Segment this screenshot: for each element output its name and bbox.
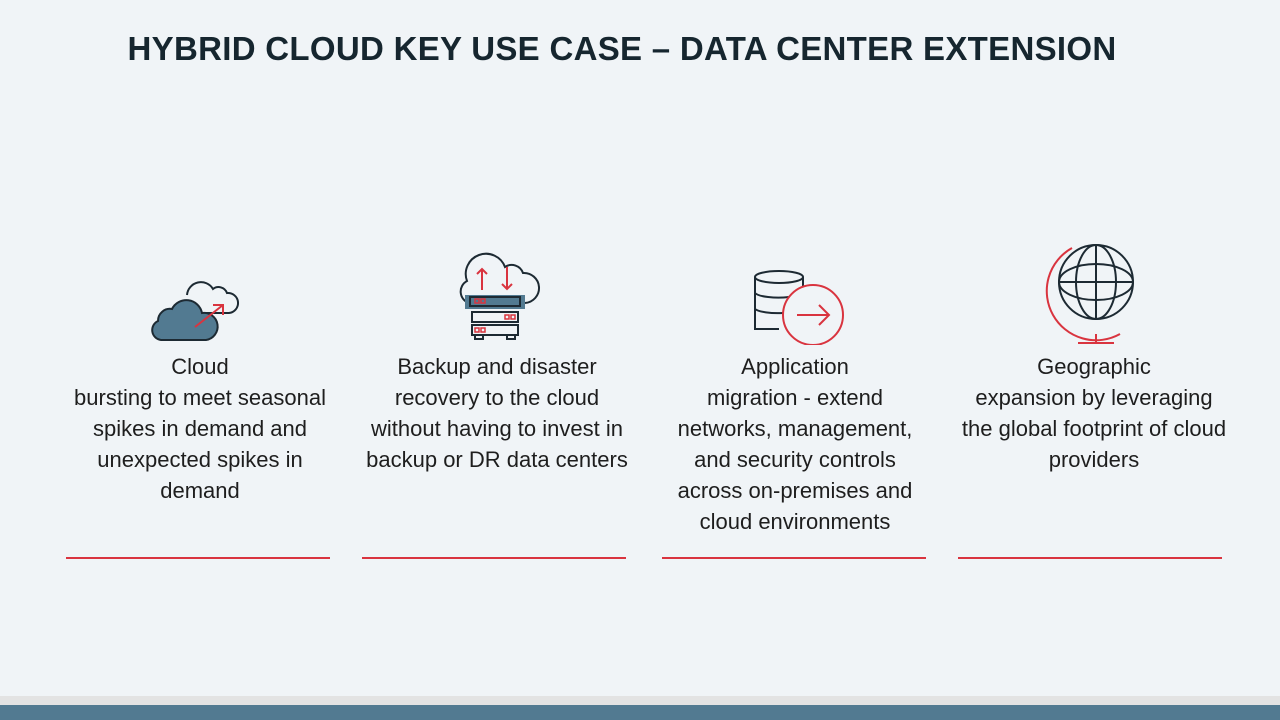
use-case-migration: Application migration - extend networks,… xyxy=(655,230,935,537)
divider-line xyxy=(66,557,330,559)
use-case-backup: Backup and disaster recovery to the clou… xyxy=(357,230,637,475)
footer-divider xyxy=(0,696,1280,705)
divider-line xyxy=(662,557,926,559)
use-case-text: Geographic expansion by leveraging the g… xyxy=(961,354,1227,472)
divider-line xyxy=(958,557,1222,559)
divider-line xyxy=(362,557,626,559)
use-case-text: Application migration - extend networks,… xyxy=(677,354,913,534)
use-case-cloud-bursting: Cloud bursting to meet seasonal spikes i… xyxy=(60,230,340,506)
use-case-text: Cloud bursting to meet seasonal spikes i… xyxy=(74,354,326,503)
cloud-bursting-icon xyxy=(60,230,340,345)
slide-title: HYBRID CLOUD KEY USE CASE – DATA CENTER … xyxy=(127,30,1117,67)
footer-bar xyxy=(0,705,1280,720)
use-case-text: Backup and disaster recovery to the clou… xyxy=(366,354,628,472)
globe-icon xyxy=(954,230,1234,345)
cloud-backup-server-icon xyxy=(357,230,637,345)
use-case-geographic: Geographic expansion by leveraging the g… xyxy=(954,230,1234,475)
database-migration-icon xyxy=(655,230,935,345)
